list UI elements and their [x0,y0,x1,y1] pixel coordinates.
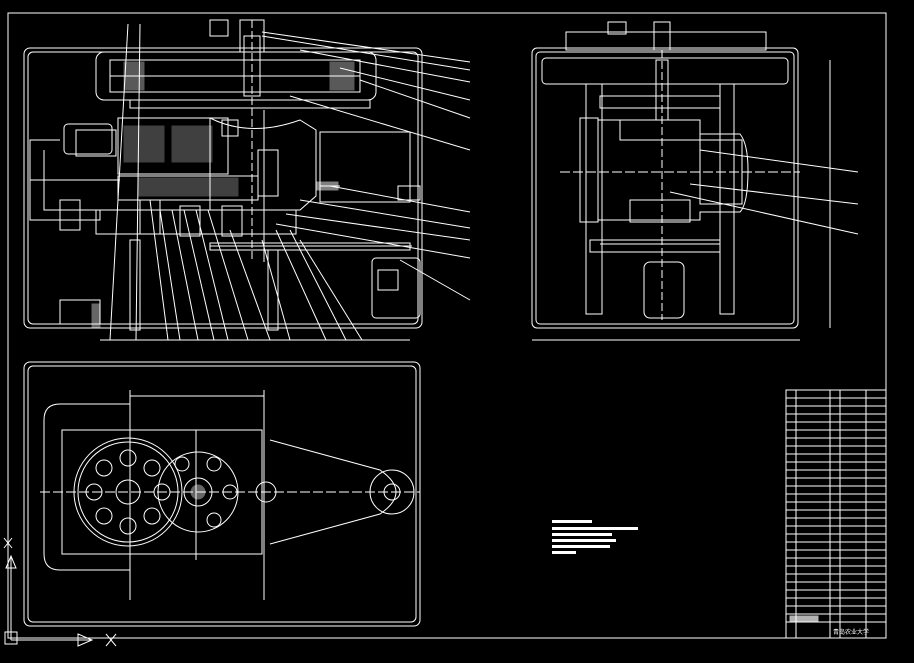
front-view [23,19,471,341]
technical-requirements-text [552,520,638,554]
title-block-school: 青岛农业大学 [833,629,870,636]
front-view-housing [23,47,423,329]
top-view [23,361,421,627]
top-view-housing [23,361,421,627]
ucs-axis-icon [3,537,117,647]
parts-list-table [785,389,887,639]
side-view [531,21,859,341]
side-view-housing [531,47,799,329]
drawing-frame [7,12,887,639]
